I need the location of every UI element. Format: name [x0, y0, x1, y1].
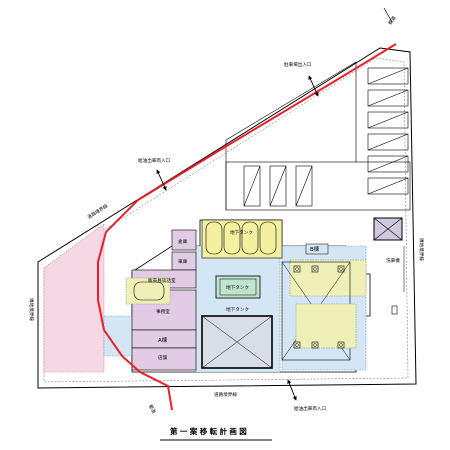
tank-area-right [289, 259, 367, 297]
road-label-top-right: 都道 [387, 14, 398, 26]
tank-label-lower: 地下タンク [226, 306, 249, 313]
boundary-label-bottom: 道路境界線 [214, 391, 237, 398]
garage-label: 車庫 [178, 258, 188, 265]
tank-label-center: 地下タンク [226, 284, 249, 291]
boundary-label-right: 隣地境界線 [418, 238, 425, 261]
site-boundary [37, 47, 417, 389]
storage-label: 倉庫 [178, 238, 188, 245]
tank-cylinders-top [205, 221, 277, 255]
building-a-label: A棟 [158, 336, 168, 344]
storage-room [171, 229, 197, 251]
sales-lounge-label: 販売員談話室 [148, 277, 176, 284]
road-centerline [97, 43, 397, 411]
page-title: 第一案移転計画図 [170, 426, 249, 436]
pink-zone [43, 223, 105, 373]
boundary-label-top: 道路境界線 [86, 202, 110, 220]
car-wash-label: 洗車機 [386, 257, 400, 264]
dispenser-fixtures [293, 265, 345, 349]
office-label: 事務室 [156, 308, 170, 315]
parking-bays-lower [243, 165, 313, 207]
shop-room [131, 347, 197, 371]
road-label-bottom-left: 都道 [147, 403, 158, 415]
entrance-arrows [156, 7, 393, 401]
tank-area-center [215, 275, 261, 299]
entrance-label-top-right: 駐車場出入口 [284, 61, 312, 68]
shop-label: 店舗 [158, 354, 168, 361]
parking-bays-right [367, 67, 409, 195]
tank-label-top: 地下タンク [230, 229, 253, 236]
building-b-label: B棟 [310, 245, 320, 253]
boundary-label-left: 隣地境界線 [28, 298, 35, 321]
tank-area-left [125, 277, 171, 305]
parking-area [225, 161, 411, 211]
blue-zone-left [103, 315, 135, 357]
entrance-label-left: 給油出車両入口 [138, 157, 171, 164]
entrance-label-bottom: 給油出車両入口 [294, 405, 327, 412]
